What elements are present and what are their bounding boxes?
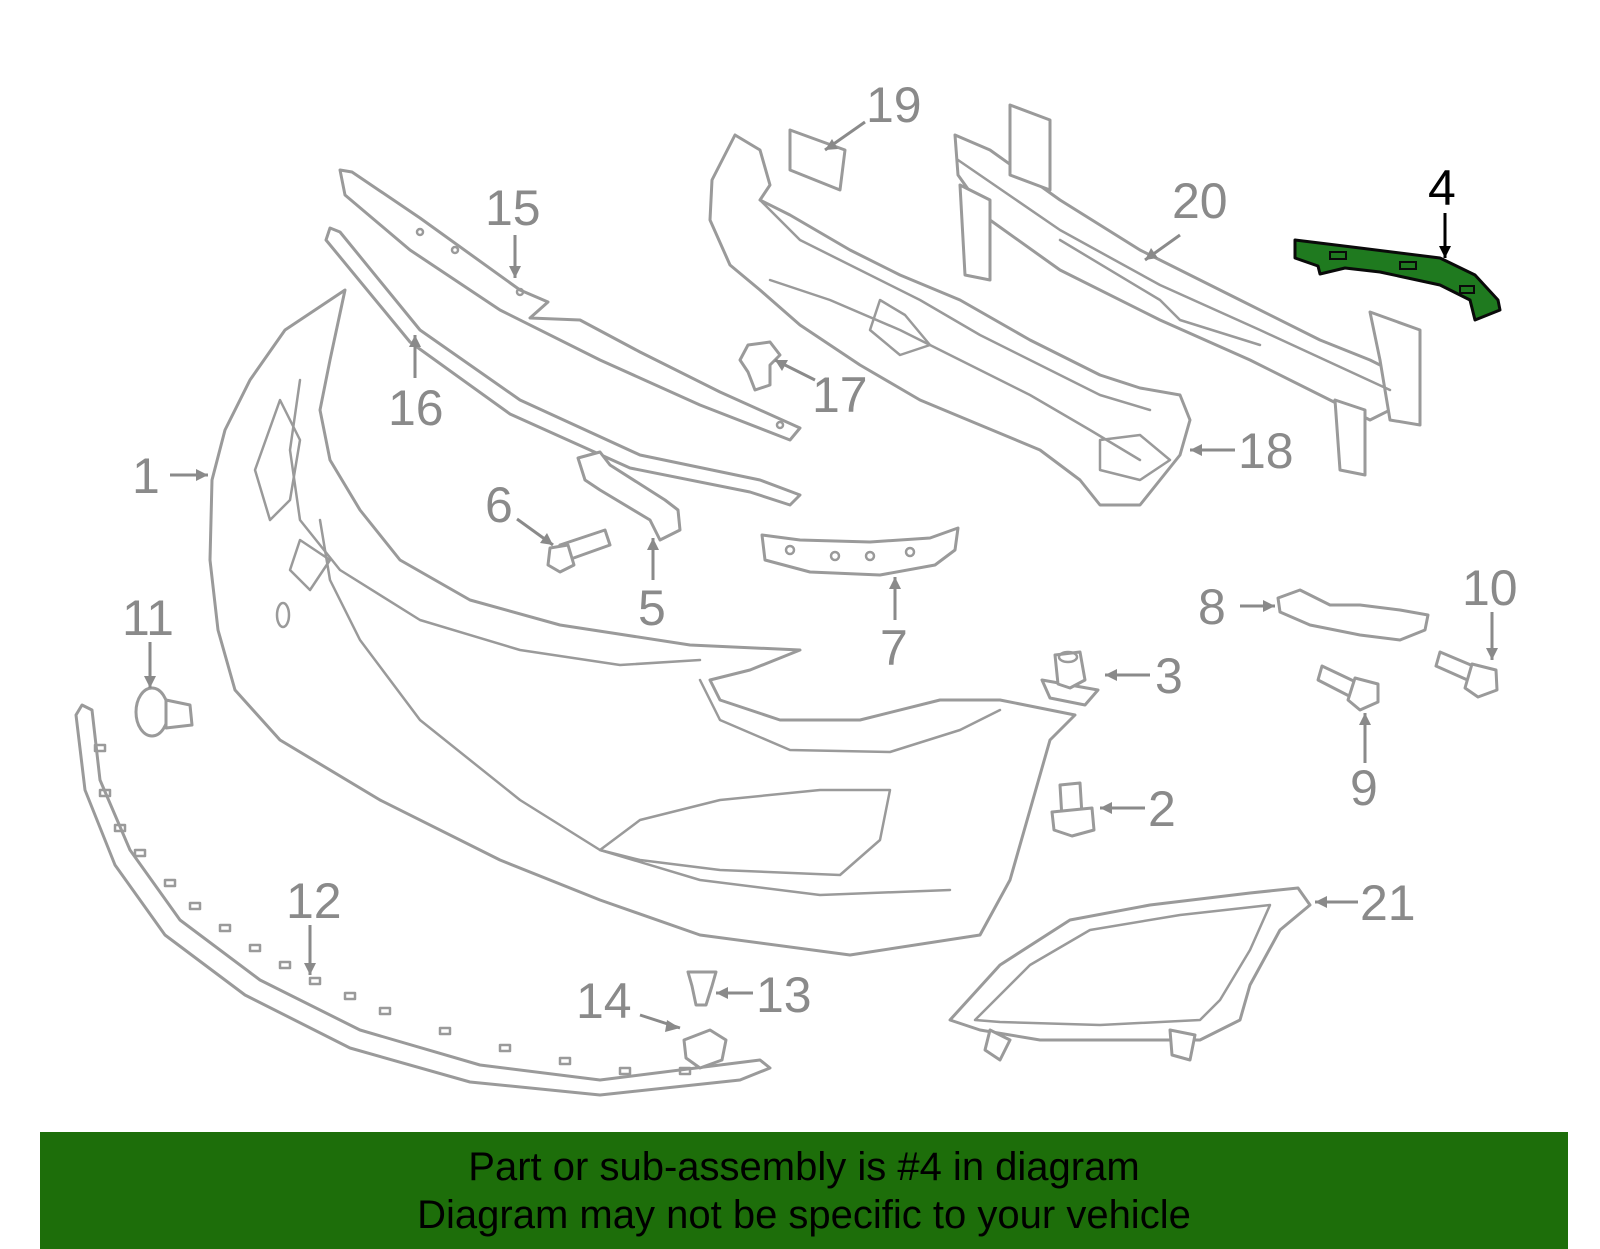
callout-17: 17 — [812, 367, 868, 423]
callout-5: 5 — [638, 580, 666, 636]
part-15-upper-strip — [338, 168, 802, 442]
callout-18: 18 — [1238, 423, 1294, 479]
part-17-clip — [738, 340, 782, 392]
callout-16: 16 — [388, 380, 444, 436]
banner-line-part: Part or sub-assembly is #4 in diagram — [468, 1144, 1140, 1189]
callout-labels: 1 2 3 4 5 6 7 8 9 10 11 12 13 14 15 16 1… — [122, 77, 1518, 1029]
part-19-pad — [788, 128, 847, 192]
callout-7: 7 — [880, 620, 908, 676]
callout-14: 14 — [576, 973, 632, 1029]
banner-line-disclaimer: Diagram may not be specific to your vehi… — [417, 1192, 1191, 1237]
part-3-nut — [1040, 650, 1100, 707]
part-20-reinforcement-beam — [953, 103, 1422, 477]
callout-6: 6 — [485, 477, 513, 533]
part-13-clip — [686, 970, 718, 1007]
part-5-bracket — [576, 450, 682, 542]
callout-19: 19 — [866, 77, 922, 133]
callout-8: 8 — [1198, 579, 1226, 635]
part-6-bolt — [546, 528, 612, 574]
callout-20: 20 — [1172, 173, 1228, 229]
callout-1: 1 — [132, 448, 160, 504]
callout-10: 10 — [1462, 560, 1518, 616]
callout-3: 3 — [1155, 648, 1183, 704]
callout-21: 21 — [1360, 875, 1416, 931]
callout-15: 15 — [485, 180, 541, 236]
part-10-bolt — [1434, 650, 1499, 699]
part-4-bracket-highlighted — [1293, 238, 1502, 322]
part-18-absorber — [708, 133, 1192, 507]
callout-arrowheads — [144, 139, 1498, 1032]
part-11-push-clip — [134, 686, 194, 738]
callout-9: 9 — [1350, 760, 1378, 816]
part-21-fog-bezel — [948, 886, 1312, 1062]
parts-diagram: 1 2 3 4 5 6 7 8 9 10 11 12 13 14 15 16 1… — [74, 77, 1518, 1097]
part-14-grommet — [682, 1028, 728, 1070]
callout-4: 4 — [1428, 160, 1456, 216]
part-9-bolt — [1316, 664, 1380, 712]
part-7-curved-bracket — [760, 526, 960, 577]
part-2-stud — [1050, 781, 1096, 838]
info-banner: Part or sub-assembly is #4 in diagram Di… — [40, 1132, 1568, 1249]
callout-11: 11 — [122, 590, 174, 646]
callout-13: 13 — [756, 967, 812, 1023]
callout-12: 12 — [286, 873, 342, 929]
callout-2: 2 — [1148, 781, 1176, 837]
part-16-molding-strip — [324, 226, 802, 507]
part-1-bumper-cover — [208, 288, 1077, 957]
part-12-lower-lip — [74, 703, 772, 1097]
part-8-bracket — [1276, 588, 1430, 642]
